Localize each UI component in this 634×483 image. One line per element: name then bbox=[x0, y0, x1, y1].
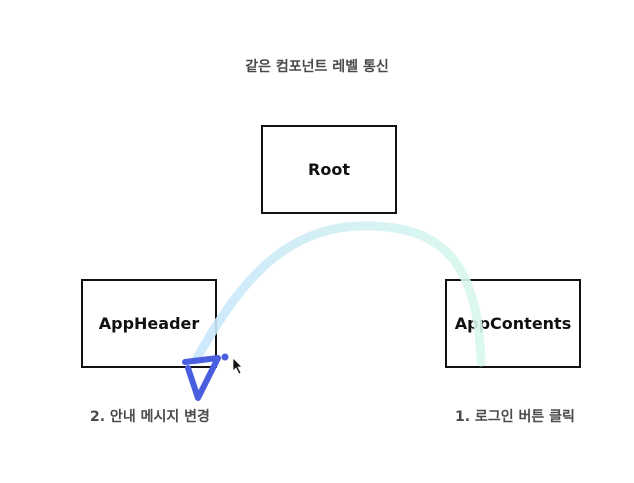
diagram-title: 같은 컴포넌트 레벨 통신 bbox=[245, 59, 389, 75]
mouse-cursor-icon bbox=[232, 357, 243, 375]
app-contents-component-label: AppContents bbox=[454, 314, 572, 333]
app-header-component-label: AppHeader bbox=[98, 314, 200, 333]
root-component-box: Root bbox=[261, 125, 397, 214]
communication-arc bbox=[191, 221, 486, 367]
app-header-component-box: AppHeader bbox=[81, 279, 217, 368]
app-header-caption: 2. 안내 메시지 변경 bbox=[90, 409, 210, 425]
app-contents-caption: 1. 로그인 버튼 클릭 bbox=[455, 409, 575, 425]
root-component-label: Root bbox=[308, 160, 350, 179]
app-contents-component-box: AppContents bbox=[445, 279, 581, 368]
highlight-marker-dot bbox=[221, 353, 229, 361]
